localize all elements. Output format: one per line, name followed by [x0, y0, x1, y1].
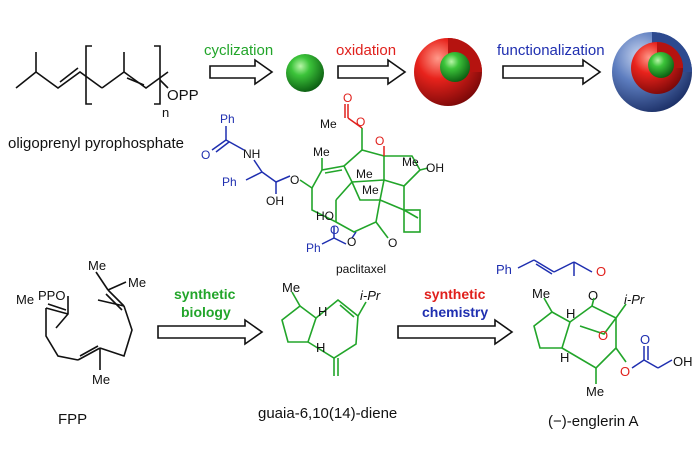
step-oxidation-label: oxidation: [336, 42, 396, 59]
paclitaxel-name: paclitaxel: [336, 262, 386, 276]
arrow-synthetic-biology: [157, 318, 264, 346]
svg-text:O: O: [596, 264, 606, 279]
step-biology-label: biology: [181, 304, 231, 320]
svg-text:H: H: [318, 304, 327, 319]
step-cyclization-label: cyclization: [204, 42, 273, 59]
step-synthetic2-label: synthetic: [424, 286, 486, 302]
svg-text:Me: Me: [586, 384, 604, 399]
step-functionalization-label: functionalization: [497, 42, 605, 59]
svg-text:O: O: [620, 364, 630, 379]
svg-text:O: O: [201, 148, 210, 162]
svg-text:H: H: [560, 350, 569, 365]
svg-text:i-Pr: i-Pr: [360, 288, 381, 303]
svg-text:OH: OH: [266, 194, 284, 208]
fpp-structure: [45, 271, 133, 370]
arrow-functionalization: [502, 58, 602, 86]
svg-text:O: O: [330, 223, 339, 237]
red-shell-sphere: [414, 38, 482, 106]
englerin-structure: Ph O O Me i-Pr H H O Me O O OH: [496, 259, 693, 399]
svg-text:Ph: Ph: [220, 112, 235, 126]
svg-text:Me: Me: [356, 167, 373, 181]
step-chemistry-label: chemistry: [422, 304, 488, 320]
svg-text:O: O: [588, 288, 598, 303]
svg-text:HO: HO: [316, 209, 334, 223]
oligoprenyl-structure: [15, 45, 169, 105]
svg-text:O: O: [290, 173, 299, 187]
guaiadiene-name: guaia-6,10(14)-diene: [258, 405, 397, 422]
arrow-cyclization: [209, 58, 274, 86]
svg-text:Me: Me: [92, 372, 110, 387]
englerin-name: (−)-englerin A: [548, 413, 638, 430]
svg-text:O: O: [640, 332, 650, 347]
svg-text:O: O: [598, 328, 608, 343]
arrow-synthetic-chemistry: [397, 318, 514, 346]
oligoprenyl-name: oligoprenyl pyrophosphate: [8, 135, 184, 152]
svg-text:Ph: Ph: [306, 241, 321, 255]
svg-text:O: O: [375, 134, 384, 148]
svg-text:NH: NH: [243, 147, 260, 161]
svg-text:Me: Me: [88, 258, 106, 273]
svg-text:O: O: [388, 236, 397, 250]
svg-text:H: H: [566, 306, 575, 321]
svg-text:Ph: Ph: [222, 175, 237, 189]
svg-text:O: O: [356, 115, 365, 129]
svg-text:Me: Me: [362, 183, 379, 197]
svg-text:O: O: [347, 235, 356, 249]
svg-text:i-Pr: i-Pr: [624, 292, 645, 307]
svg-text:Me: Me: [282, 280, 300, 295]
step-synthetic-label: synthetic: [174, 286, 236, 302]
fpp-name: FPP: [58, 411, 87, 428]
svg-text:H: H: [316, 340, 325, 355]
subscript-n: n: [162, 105, 169, 120]
svg-text:Me: Me: [313, 145, 330, 159]
svg-text:PPO: PPO: [38, 288, 65, 303]
guaiadiene-structure: [281, 291, 367, 376]
svg-text:O: O: [343, 91, 352, 105]
svg-text:Me: Me: [16, 292, 34, 307]
svg-text:OH: OH: [673, 354, 693, 369]
paclitaxel-structure: Ph O NH Ph OH O: [201, 91, 444, 255]
svg-text:Ph: Ph: [496, 262, 512, 277]
green-core-sphere: [286, 54, 324, 92]
svg-text:OH: OH: [426, 161, 444, 175]
svg-text:Me: Me: [320, 117, 337, 131]
svg-text:Me: Me: [402, 155, 419, 169]
svg-text:Me: Me: [532, 286, 550, 301]
arrow-oxidation: [337, 58, 407, 86]
svg-text:Me: Me: [128, 275, 146, 290]
blue-shell-sphere: [612, 32, 692, 112]
opp-label: OPP: [167, 87, 199, 104]
